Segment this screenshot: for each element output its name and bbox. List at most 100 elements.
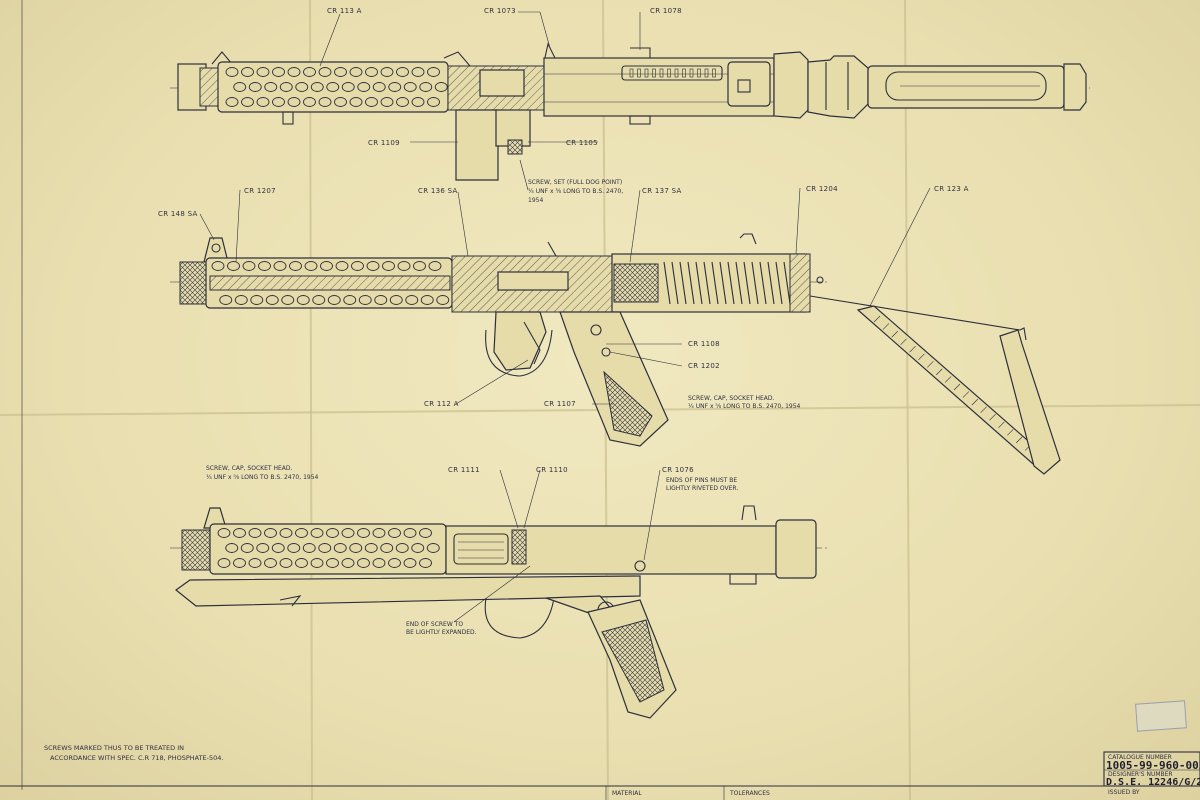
spring-coil (727, 261, 735, 305)
vent-hole (388, 528, 401, 538)
slot (652, 68, 656, 78)
slot (659, 68, 664, 78)
rack-tooth (971, 398, 978, 406)
vent-hole (411, 543, 425, 553)
rack-tooth (891, 330, 898, 338)
vent-hole (248, 558, 262, 568)
receiver-slots (629, 68, 716, 78)
vent-hole (380, 67, 394, 77)
recoil-spring (663, 261, 791, 305)
issued-label: ISSUED BY (1108, 789, 1140, 796)
vent-hole (335, 261, 349, 271)
slot (697, 68, 701, 78)
note-screw-set: SCREW, SET (FULL DOG POINT) (528, 179, 622, 186)
vent-hole (310, 528, 324, 538)
rack-tooth (953, 383, 961, 391)
vent-hole (343, 295, 357, 305)
vent-hole (403, 558, 417, 568)
label-cr113a: CR 113 A (327, 7, 362, 15)
vent-hole (366, 261, 380, 271)
rack-tooth (882, 323, 890, 330)
vent-hole (241, 67, 254, 77)
vent-hole (357, 528, 370, 538)
material-label: MATERIAL (612, 790, 642, 797)
slot (637, 68, 641, 78)
designer-number: D.S.E. 12246/G/2881 (1106, 777, 1200, 788)
rack-tooth (873, 315, 881, 323)
label-cr1111: CR 1111 (448, 466, 480, 474)
vent-hole (426, 543, 440, 553)
vent-hole (434, 82, 448, 92)
vent-hole (295, 528, 308, 538)
vent-hole (318, 543, 332, 553)
vent-hole (349, 67, 363, 77)
stock-rack-teeth (873, 315, 1032, 451)
vent-hole (327, 295, 341, 305)
vent-hole (287, 543, 301, 553)
label-cr1105: CR 1105 (566, 139, 598, 147)
label-cr1108: CR 1108 (688, 340, 720, 348)
bottom-gun-view (170, 505, 830, 719)
middle-gun-section (170, 233, 1061, 475)
note-screw-set-2: ¼ UNF x ⅜ LONG TO B.S. 2470, (528, 188, 623, 195)
label-cr1110: CR 1110 (536, 466, 568, 474)
vent-hole (312, 295, 326, 305)
spring-coil (719, 261, 727, 305)
slot (712, 68, 716, 78)
vent-hole (233, 558, 246, 568)
label-cr1202: CR 1202 (688, 362, 720, 370)
vent-hole (326, 558, 339, 568)
vent-hole (264, 558, 277, 568)
vent-hole (225, 97, 239, 107)
vent-hole (272, 67, 285, 77)
spring-coil (759, 261, 767, 305)
catalogue-label: CATALOGUE NUMBER (1108, 754, 1172, 761)
vent-hole (413, 261, 426, 271)
spring-coil (735, 261, 743, 305)
vent-hole (303, 97, 316, 107)
vent-hole (234, 295, 248, 305)
barrel-jacket-holes (225, 67, 448, 107)
vent-hole (256, 67, 270, 77)
vent-hole (395, 543, 409, 553)
slot (629, 68, 634, 78)
vent-hole (388, 82, 402, 92)
vent-hole (318, 67, 332, 77)
note-pins-2: LIGHTLY RIVETED OVER. (666, 485, 738, 492)
vent-hole (436, 295, 450, 305)
spring-coil (711, 261, 719, 305)
rack-tooth (980, 406, 987, 413)
label-cr1207: CR 1207 (244, 187, 276, 195)
vent-hole (217, 528, 231, 538)
tolerances-label: TOLERANCES (729, 790, 770, 797)
vent-hole (389, 295, 403, 305)
vent-hole (351, 261, 364, 271)
vent-hole (304, 261, 318, 271)
vent-hole (334, 97, 347, 107)
vent-hole (405, 295, 419, 305)
vent-hole (380, 97, 394, 107)
vent-hole (372, 82, 386, 92)
vent-hole (320, 261, 333, 271)
label-cr137sa: CR 137 SA (642, 187, 682, 195)
vent-hole (279, 558, 293, 568)
vent-hole (411, 97, 425, 107)
footnote-line-2: ACCORDANCE WITH SPEC. C.R 718, PHOSPHATE… (50, 754, 223, 762)
vent-hole (358, 295, 372, 305)
vent-hole (341, 558, 355, 568)
vent-hole (279, 528, 293, 538)
spring-coil (775, 261, 783, 305)
vent-hole (281, 295, 295, 305)
vent-hole (287, 97, 301, 107)
rack-tooth (936, 368, 943, 376)
vent-hole (427, 67, 440, 77)
designer-label: DESIGNER'S NUMBER (1108, 771, 1173, 778)
vent-hole (374, 295, 388, 305)
leader-lines (199, 11, 931, 623)
vent-hole (365, 67, 378, 77)
vent-hole (258, 261, 271, 271)
vent-hole (334, 67, 347, 77)
vent-hole (419, 558, 432, 568)
spring-coil (687, 261, 695, 305)
